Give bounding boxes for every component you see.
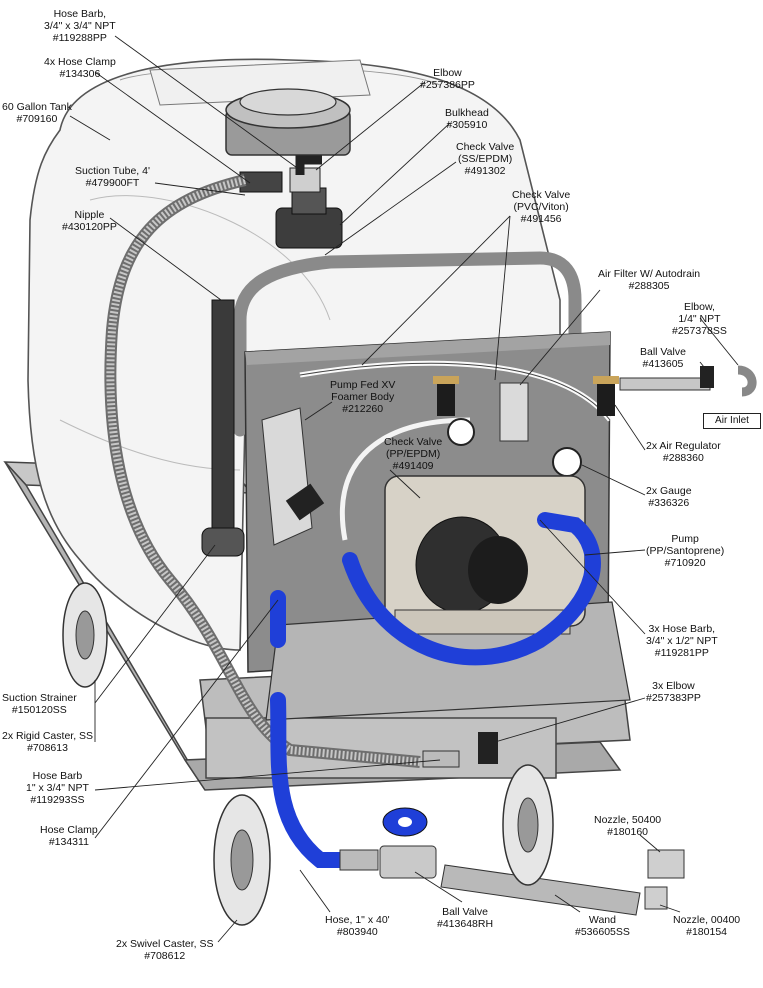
callout-elbow-3x: 3x Elbow#257383PP <box>646 680 701 704</box>
callout-gauge: 2x Gauge#336326 <box>646 485 692 509</box>
callout-ball-valve-air: Ball Valve#413605 <box>640 346 686 370</box>
callout-check-valve-ss: Check Valve(SS/EPDM)#491302 <box>456 141 515 177</box>
callout-check-valve-pvc: Check Valve(PVC/Viton)#491456 <box>512 189 571 225</box>
callout-hose-clamp-4x: 4x Hose Clamp#134306 <box>44 56 116 80</box>
callout-elbow-quarter: Elbow,1/4" NPT#257378SS <box>672 301 727 337</box>
callout-hose-barb-3x: 3x Hose Barb,3/4" x 1/2" NPT#119281PP <box>646 623 718 659</box>
spray-assembly <box>339 807 685 916</box>
callout-bulkhead: Bulkhead#305910 <box>445 107 489 131</box>
handle-frame <box>233 251 582 437</box>
callout-hose-barb-top: Hose Barb,3/4" x 3/4" NPT#119288PP <box>44 8 116 44</box>
diaphragm-pump <box>384 475 586 635</box>
air-regulator <box>433 376 619 416</box>
callout-elbow-top: Elbow#257386PP <box>420 67 475 91</box>
callout-hose-clamp: Hose Clamp#134311 <box>40 824 98 848</box>
callout-nozzle-50400: Nozzle, 50400#180160 <box>594 814 662 838</box>
callout-swivel-caster: 2x Swivel Caster, SS#708612 <box>116 938 214 962</box>
foamer-body <box>261 407 325 546</box>
callout-air-regulator: 2x Air Regulator#288360 <box>646 440 721 464</box>
leader-lines <box>69 35 739 943</box>
air-inlet-valve <box>619 365 757 397</box>
callout-suction-tube: Suction Tube, 4'#479900FT <box>75 165 150 189</box>
callout-pump: Pump(PP/Santoprene)#710920 <box>646 533 725 569</box>
callout-suction-strainer: Suction Strainer#150120SS <box>2 692 77 716</box>
blue-hose <box>270 512 601 868</box>
elbow-fitting <box>478 732 498 764</box>
callout-nozzle-00400: Nozzle, 00400#180154 <box>673 914 741 938</box>
callout-air-filter: Air Filter W/ Autodrain#288305 <box>598 268 701 292</box>
callout-rigid-caster: 2x Rigid Caster, SS#708613 <box>2 730 94 754</box>
white-supply-line <box>339 417 471 541</box>
callout-hose: Hose, 1" x 40'#803940 <box>325 914 390 938</box>
caster-wheel <box>62 582 554 926</box>
callout-ball-valve: Ball Valve#413648RH <box>437 906 494 930</box>
suction-tube-hose <box>104 174 421 768</box>
callout-check-valve-pp: Check Valve(PP/EPDM)#491409 <box>384 436 443 472</box>
callout-nipple: Nipple#430120PP <box>62 209 117 233</box>
tank-cap <box>225 88 351 156</box>
callout-wand: Wand#536605SS <box>575 914 630 938</box>
cart-frame <box>3 461 631 791</box>
callout-tank: 60 Gallon Tank#709160 <box>2 101 72 125</box>
air-filter <box>499 382 529 442</box>
gauge-icon <box>447 418 582 477</box>
bulkhead-fitting <box>239 155 343 249</box>
air-inlet-label: Air Inlet <box>703 413 761 429</box>
